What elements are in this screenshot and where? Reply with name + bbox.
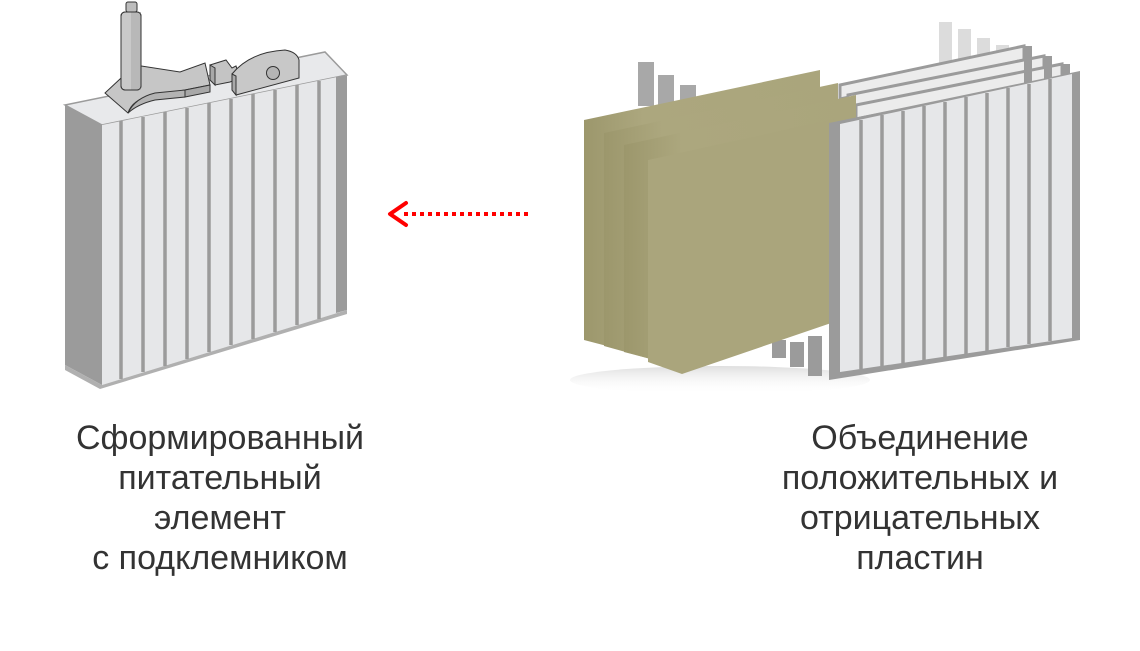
separators [584,70,856,374]
caption-line: Сформированный [75,419,365,457]
caption-line: положительных и [781,459,1059,497]
caption-line: отрицательных [799,499,1040,537]
dotted-arrow-left-icon [388,201,532,227]
cell-ribs [119,81,321,379]
assembled-cell-caption: Сформированный питательный элемент с под… [40,418,400,578]
terminal-clamp-icon [209,49,300,97]
caption-line: Объединение [811,419,1029,457]
assembly-shadow [570,366,870,394]
caption-line: пластин [856,539,984,577]
cell-side-face [65,105,102,385]
cell-right-edge [336,75,347,313]
caption-line: с подклемником [92,539,348,577]
cell-front-face [102,75,347,385]
plates-assembly-caption: Объединение положительных и отрицательны… [740,418,1100,578]
caption-line: питательный [118,459,322,497]
front-plate [829,71,1080,380]
assembled-cell-illustration [62,1,349,389]
caption-line: элемент [154,499,286,537]
bottom-plate-tabs [772,336,822,376]
terminal-post-icon [104,1,211,114]
cell-bottom-edge [65,310,347,389]
plates-assembly-illustration [570,22,1080,394]
